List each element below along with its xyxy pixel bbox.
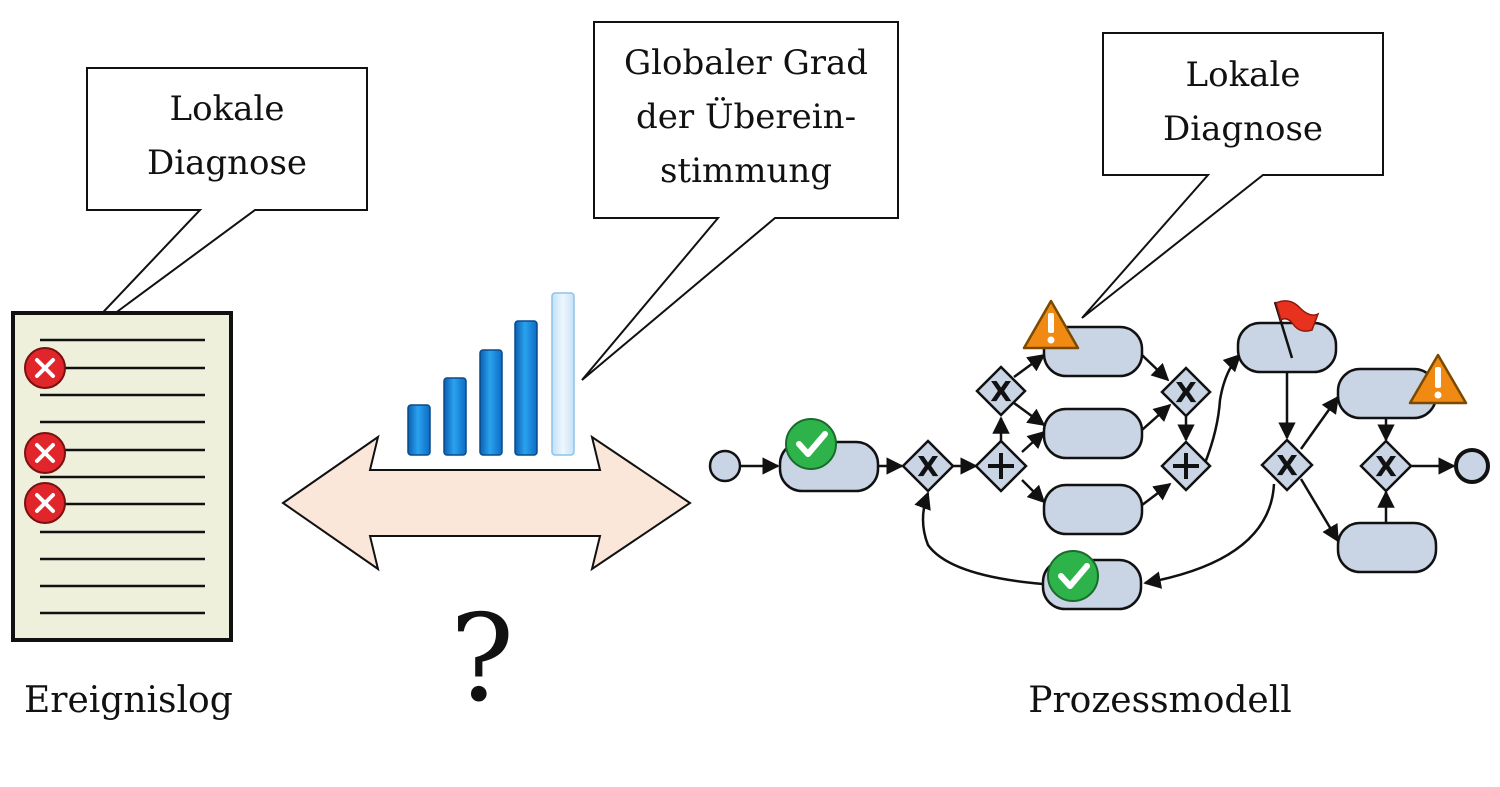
callout-right-line2: Diagnose bbox=[1163, 109, 1323, 149]
task-middle bbox=[1042, 407, 1144, 460]
xor-gateway-icon: X bbox=[1359, 439, 1413, 493]
svg-text:X: X bbox=[1276, 449, 1298, 482]
callout-left-line2: Diagnose bbox=[147, 143, 307, 183]
callout-middle-line3: stimmung bbox=[660, 151, 832, 191]
double-arrow bbox=[281, 434, 692, 572]
callout-middle-bubble bbox=[581, 21, 899, 381]
task-right-lower bbox=[1336, 521, 1438, 574]
end-event bbox=[1454, 448, 1490, 484]
and-gateway-icon bbox=[1160, 440, 1212, 492]
warning-icon bbox=[1022, 299, 1080, 350]
error-x-icon bbox=[24, 347, 66, 389]
document-lines bbox=[40, 338, 205, 615]
callout-left-bubble bbox=[71, 67, 368, 346]
event-log-document bbox=[11, 311, 233, 642]
svg-text:X: X bbox=[1375, 450, 1397, 483]
process-edges bbox=[741, 353, 1456, 589]
xor-gateway-icon: X bbox=[975, 365, 1027, 417]
xor-gateway-icon: X bbox=[901, 439, 955, 493]
callout-right-bubble bbox=[1081, 32, 1384, 319]
task-flagged bbox=[1236, 321, 1338, 374]
error-x-icon bbox=[24, 432, 66, 474]
signal-bars-icon bbox=[407, 292, 575, 456]
process-model: X X X X X bbox=[708, 299, 1490, 611]
warning-icon bbox=[1408, 353, 1468, 405]
check-icon bbox=[1047, 550, 1099, 602]
callout-left-line1: Lokale bbox=[170, 89, 285, 129]
check-icon bbox=[785, 418, 837, 470]
callout-middle: Globaler Grad der Überein- stimmung bbox=[581, 21, 899, 381]
task-lower bbox=[1042, 483, 1144, 536]
callout-middle-line2: der Überein- bbox=[636, 96, 856, 137]
callout-left: Lokale Diagnose bbox=[71, 67, 368, 346]
xor-gateway-icon: X bbox=[1260, 438, 1314, 492]
question-mark: ? bbox=[450, 590, 514, 729]
callout-right: Lokale Diagnose bbox=[1081, 32, 1384, 319]
start-event bbox=[708, 449, 742, 483]
svg-text:X: X bbox=[917, 450, 939, 483]
flag-icon bbox=[1273, 300, 1320, 359]
callout-right-line1: Lokale bbox=[1186, 55, 1301, 95]
and-gateway-icon bbox=[974, 439, 1028, 493]
error-x-icon bbox=[24, 482, 66, 524]
svg-text:X: X bbox=[990, 375, 1012, 408]
svg-text:X: X bbox=[1175, 376, 1197, 409]
xor-gateway-icon: X bbox=[1160, 366, 1212, 418]
process-model-label: Prozessmodell bbox=[1028, 680, 1292, 721]
event-log-label: Ereignislog bbox=[24, 680, 233, 721]
callout-middle-line1: Globaler Grad bbox=[624, 43, 868, 83]
